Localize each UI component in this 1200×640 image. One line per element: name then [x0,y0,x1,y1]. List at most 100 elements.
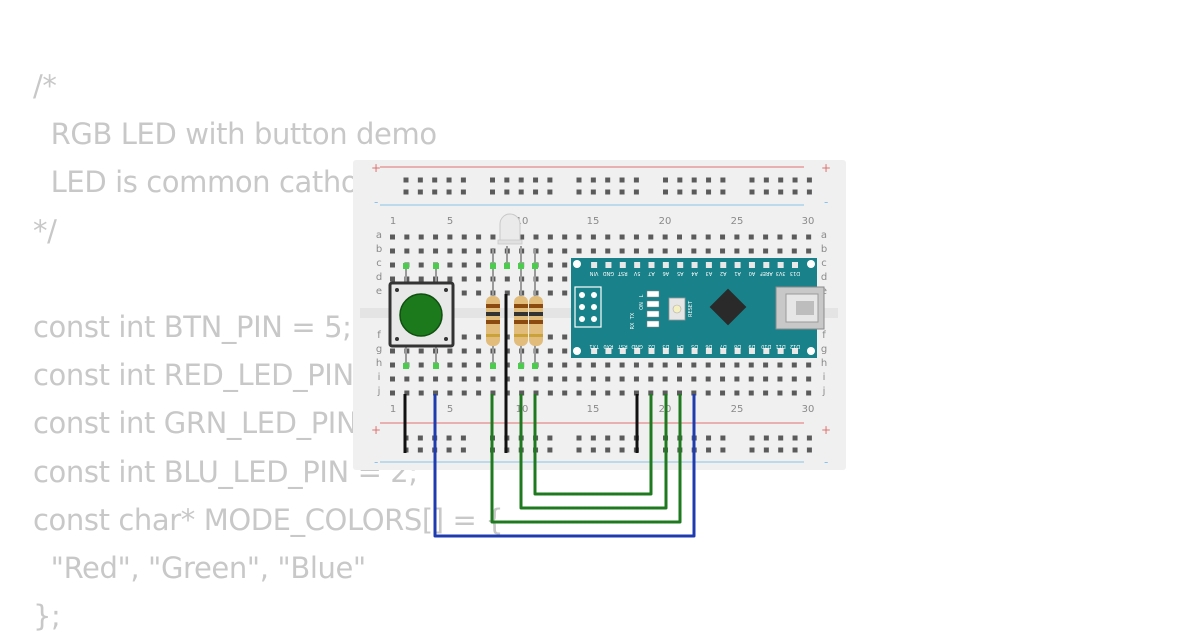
arduino-header-pin [634,262,641,268]
row-letter: a [821,230,827,241]
breadboard-hole [806,390,812,396]
push-button[interactable] [388,266,455,366]
breadboard-hole [447,276,453,282]
breadboard-hole [390,234,395,240]
breadboard-hole [734,248,740,254]
rail-minus-label: - [374,455,378,469]
breadboard-hole [806,362,812,368]
breadboard-hole [418,262,424,268]
resistor-green [514,266,528,366]
breadboard-hole [705,248,711,254]
rail-hole [417,189,423,195]
arduino-header-pin [792,348,798,354]
breadboard-hole [677,248,682,254]
arduino-header-pin [605,348,612,354]
breadboard-hole [619,234,625,240]
breadboard-hole [633,362,639,368]
resistor-band [486,304,500,308]
breadboard-hole [691,362,697,368]
breadboard-hole [677,362,682,368]
rail-hole [446,447,452,453]
breadboard-hole [404,376,410,382]
arduino-pin-label: GND [603,270,615,276]
breadboard-hole [490,234,496,240]
arduino-pin-label: A7 [648,270,655,276]
breadboard-hole [390,348,395,354]
breadboard-hole [447,348,453,354]
rail-hole [633,177,639,183]
arduino-pin-label: A4 [691,270,698,276]
breadboard-hole [562,348,568,354]
arduino-header-pin [605,262,612,268]
arduino-pin-label: A3 [706,270,713,276]
icsp-pin [591,304,597,310]
reset-label: RESET [688,300,694,317]
rail-hole [778,435,784,441]
rail-hole [605,189,611,195]
breadboard-hole [447,234,453,240]
rail-hole [460,435,466,441]
rail-hole [720,189,726,195]
breadboard-hole [705,234,711,240]
rail-hole [778,177,784,183]
rail-hole [792,435,798,441]
rail-hole [518,177,524,183]
row-letter: j [822,386,826,397]
arduino-pin-label: D5 [691,343,698,349]
arduino-header-pin [677,348,684,354]
breadboard-hole [748,376,754,382]
breadboard-hole [777,362,783,368]
arduino-header-pin [763,348,770,354]
resistor-band [529,334,543,337]
breadboard-hole [590,362,596,368]
column-number: 15 [587,404,600,415]
breadboard-hole [547,390,553,396]
breadboard-hole [447,362,453,368]
breadboard-hole [791,390,797,396]
breadboard-hole [476,262,482,268]
breadboard-hole [390,262,395,268]
rail-hole [706,435,712,441]
breadboard-hole [547,362,553,368]
breadboard-hole [447,376,453,382]
breadboard-hole [648,234,654,240]
resistor-band [514,334,528,337]
row-letter: d [376,272,382,283]
arduino-pin-label: RST [617,270,628,276]
icsp-pin [591,292,597,298]
row-letters-left: a b c d e f g h i j [376,230,382,397]
rail-hole [576,189,582,195]
mount-hole [807,260,815,268]
button-cap[interactable] [399,293,443,337]
breadboard-hole [476,276,482,282]
connected-pin [433,363,439,369]
rail-hole [749,189,755,195]
breadboard-hole [547,334,553,340]
breadboard-hole [605,248,611,254]
usb-port-inner [796,301,814,315]
arduino-pin-label: D7 [720,343,727,349]
row-letter: a [376,230,382,241]
reset-button-cap[interactable] [672,304,682,314]
arduino-header-pin [705,348,712,354]
breadboard-hole [777,234,783,240]
rail-hole [806,177,812,183]
row-letter: g [821,344,827,355]
column-numbers-top: 1 5 10 15 20 25 30 [390,216,815,227]
arduino-pin-label: D9 [748,343,755,349]
icsp-header [574,286,602,328]
arduino-pin-label: D13 [790,270,800,276]
breadboard-hole [476,390,482,396]
arduino-pin-label: AREF [760,270,773,276]
breadboard-hole [633,390,639,396]
wire-green-d2 [490,394,682,524]
breadboard-hole [648,390,654,396]
breadboard-hole [791,248,797,254]
breadboard-hole [461,376,467,382]
rail-hole [533,177,539,183]
breadboard-hole [562,390,568,396]
breadboard-hole [562,334,568,340]
breadboard-hole [390,376,395,382]
rail-hole [403,177,409,183]
rail-hole [460,189,466,195]
